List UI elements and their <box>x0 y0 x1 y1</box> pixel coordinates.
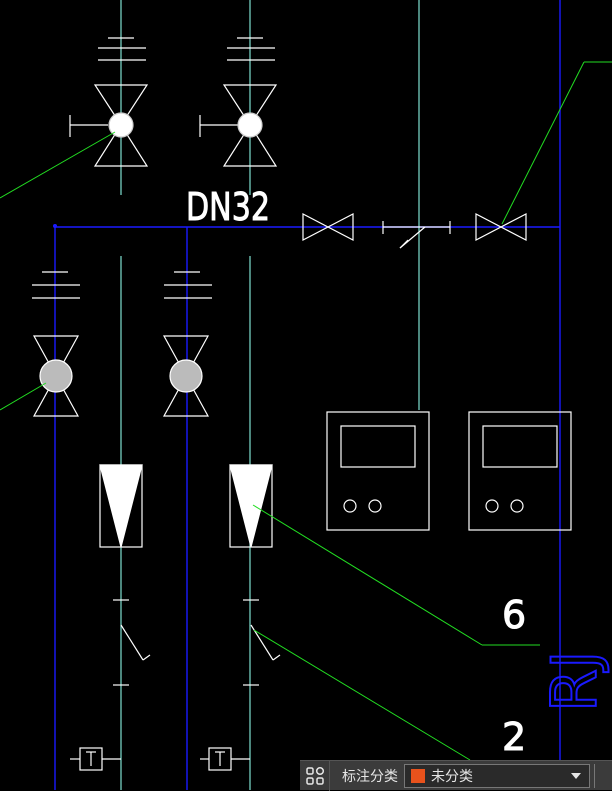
gate-valve-symbol <box>302 213 354 241</box>
pipe-junction-node <box>53 224 57 228</box>
filter-symbol <box>32 271 80 299</box>
ball-valve-symbol <box>199 84 278 167</box>
check-valve-symbol <box>382 221 451 249</box>
heater-unit-symbol <box>326 411 430 531</box>
check-valve-symbol <box>113 599 151 686</box>
leader-lines <box>0 61 612 761</box>
outlet-fitting-symbol <box>70 747 121 771</box>
category-color-swatch <box>411 768 425 783</box>
bar-divider <box>594 763 605 788</box>
leader-number-bottom: 2 <box>502 715 526 759</box>
symbol-library-icon[interactable] <box>300 760 330 791</box>
filter-symbol <box>164 271 212 299</box>
flow-meter-symbol <box>99 464 143 548</box>
branch-pipes <box>120 0 420 790</box>
heater-unit-symbol <box>468 411 572 531</box>
leader-number-top: 6 <box>502 593 526 637</box>
category-label: 标注分类 <box>342 768 398 785</box>
chevron-down-icon <box>571 772 581 779</box>
annotation-category-bar: 标注分类 未分类 <box>300 760 612 791</box>
pipe-size-label: DN32 <box>186 185 270 229</box>
symbol-library-icon-glyph <box>305 766 324 785</box>
ball-valve-symbol <box>32 335 80 417</box>
flow-meter-symbol <box>229 464 273 548</box>
filter-symbol <box>98 37 146 61</box>
category-select[interactable]: 未分类 <box>404 763 590 788</box>
ball-valve-symbol <box>162 335 210 417</box>
outlet-fitting-symbol <box>200 747 250 771</box>
gate-valve-symbol <box>475 213 527 241</box>
side-letters-label: RJ <box>538 651 611 712</box>
ball-valve-symbol <box>69 84 149 167</box>
category-value: 未分类 <box>431 768 473 785</box>
filter-symbol <box>227 37 275 61</box>
